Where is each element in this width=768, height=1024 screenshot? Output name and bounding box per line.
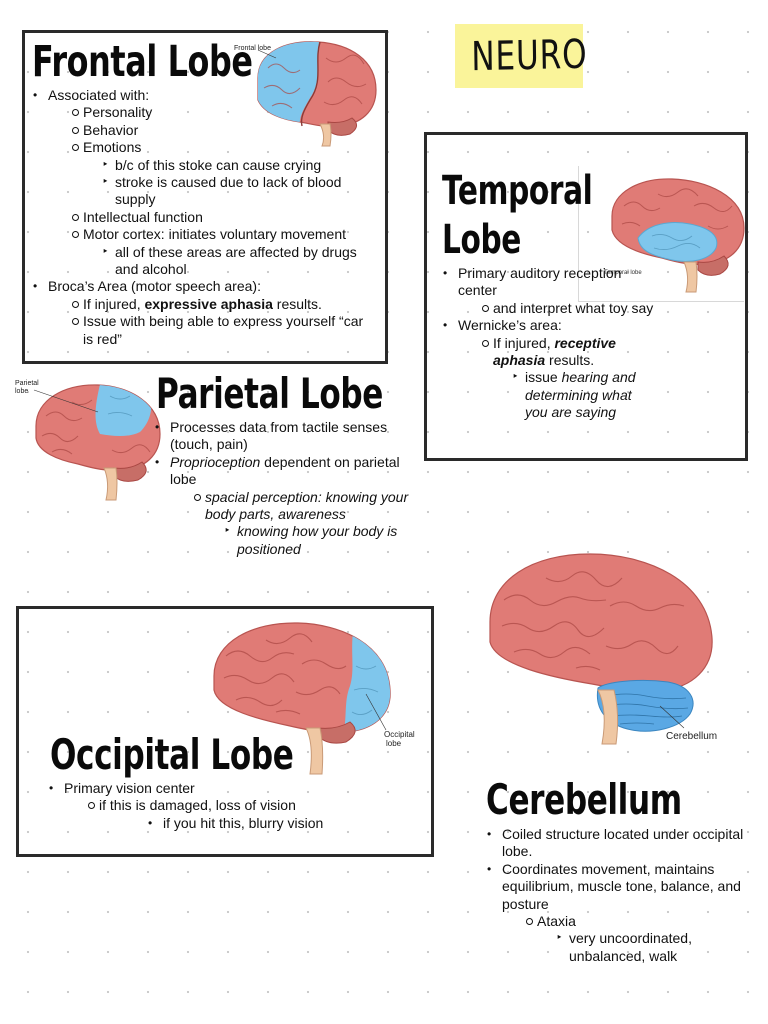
list-item: b/c of this stoke can cause crying: [24, 157, 384, 175]
list-item: If injured, expressive aphasia results.: [24, 296, 384, 313]
cerebellum-heading: Cerebellum: [486, 775, 682, 824]
temporal-notes: Primary auditory reception center and in…: [434, 265, 734, 422]
frontal-notes: Associated with: Personality Behavior Em…: [24, 87, 384, 348]
list-item: Primary auditory reception: [434, 265, 734, 283]
list-item: Intellectual function: [24, 209, 384, 226]
parietal-heading: Parietal Lobe: [156, 369, 383, 418]
temporal-heading-1: Temporal: [442, 168, 593, 214]
brain-cerebellum-icon: Cerebellum: [489, 553, 717, 745]
list-item: Motor cortex: initiates voluntary moveme…: [24, 226, 384, 243]
list-item: •if you hit this, blurry vision: [148, 814, 324, 831]
list-item: knowing how your body is: [146, 523, 436, 541]
list-item: all of these areas are affected by drugs: [24, 244, 384, 262]
list-item: spacial perception: knowing your: [146, 489, 436, 506]
occipital-heading: Occipital Lobe: [50, 730, 294, 779]
list-item: Proprioception dependent on parietal: [146, 454, 436, 472]
list-item-cont: posture: [502, 895, 549, 912]
list-item: Processes data from tactile senses: [146, 419, 436, 437]
list-item: Issue with being able to express yoursel…: [24, 313, 384, 330]
list-item-cont: determining what: [525, 386, 632, 403]
brain-occipital-icon: Occipital lobe: [213, 622, 415, 775]
list-item: issue hearing and: [434, 369, 734, 387]
temporal-lobe-card: [424, 132, 748, 461]
parietal-notes: Processes data from tactile senses (touc…: [146, 419, 436, 558]
list-item: Wernicke’s area:: [434, 317, 734, 335]
cerebellum-notes: Coiled structure located under occipital…: [478, 826, 764, 965]
frontal-heading: Frontal Lobe: [32, 37, 253, 87]
divider: [578, 166, 579, 302]
brain-parietal-icon: Parietal lobe: [15, 380, 161, 501]
list-item-cont: center: [458, 282, 497, 299]
frontal-lobe-card: [22, 30, 388, 364]
list-item: Personality: [24, 104, 384, 121]
list-item-cont: positioned: [237, 540, 301, 557]
list-item: very uncoordinated,: [478, 930, 764, 948]
temporal-heading-2: Lobe: [442, 217, 521, 263]
list-item: Emotions: [24, 139, 384, 156]
frontal-image-label: Frontal lobe: [234, 45, 271, 52]
list-item: Associated with:: [24, 87, 384, 105]
list-item-cont: lobe: [170, 471, 197, 488]
list-item: If injured, receptive: [434, 335, 734, 352]
list-item: Broca’s Area (motor speech area):: [24, 278, 384, 296]
divider: [578, 301, 744, 302]
list-item-cont: is red”: [83, 330, 122, 347]
list-item: and interpret what toy say: [434, 300, 734, 317]
list-item-cont: unbalanced, walk: [569, 947, 678, 964]
list-item: Ataxia: [478, 913, 764, 930]
parietal-image-label-2: lobe: [15, 388, 28, 395]
page-title: NEURO: [455, 24, 588, 88]
occipital-image-label-1: Occipital: [384, 730, 415, 739]
list-item: stroke is caused due to lack of blood: [24, 174, 384, 192]
list-item-cont: equilibrium, muscle tone, balance, and: [502, 878, 741, 895]
occipital-lobe-card: [16, 606, 434, 857]
list-item-cont: lobe.: [502, 843, 533, 860]
list-item-cont: aphasia results.: [493, 352, 595, 369]
parietal-image-label-1: Parietal: [15, 380, 39, 387]
list-item: Behavior: [24, 122, 384, 139]
occipital-image-label-2: lobe: [386, 739, 402, 748]
list-item-cont: supply: [115, 191, 156, 208]
brain-frontal-icon: Frontal lobe: [234, 41, 377, 147]
list-item-cont: and alcohol: [115, 261, 187, 278]
list-item: Primary vision center: [40, 780, 420, 798]
list-item: Coiled structure located under occipital: [478, 826, 764, 844]
cerebellum-image-label: Cerebellum: [666, 731, 717, 742]
occipital-notes: Primary vision center if this is damaged…: [40, 780, 420, 832]
list-item: if this is damaged, loss of vision: [40, 797, 420, 814]
list-item-cont: (touch, pain): [170, 436, 248, 453]
list-item-cont: you are saying: [525, 404, 617, 421]
list-item-cont: body parts, awareness: [205, 506, 346, 523]
list-item: Coordinates movement, maintains: [478, 861, 764, 879]
